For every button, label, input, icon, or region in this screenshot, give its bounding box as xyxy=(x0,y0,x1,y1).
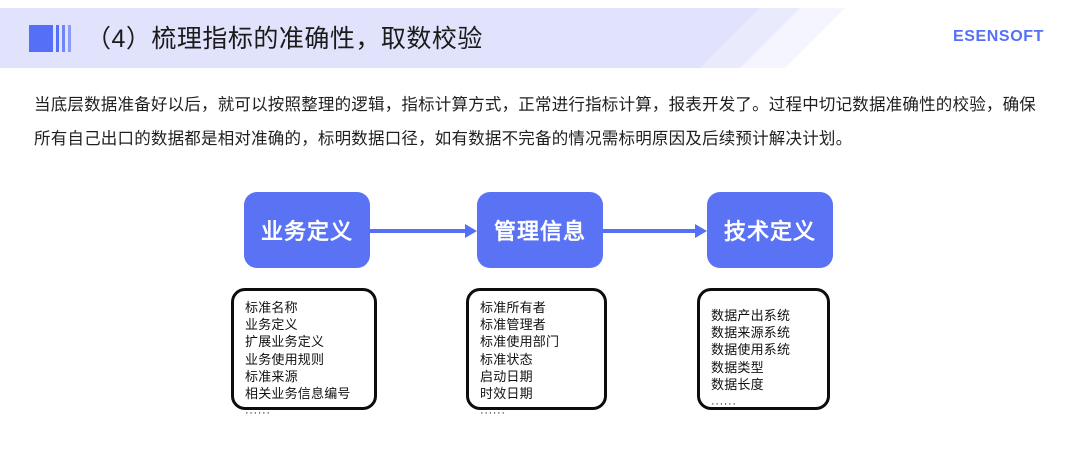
detail-line: 业务定义 xyxy=(245,317,298,333)
body-paragraph: 当底层数据准备好以后，就可以按照整理的逻辑，指标计算方式，正常进行指标计算，报表… xyxy=(34,96,1036,148)
detail-ellipsis: ······ xyxy=(245,407,271,420)
detail-ellipsis: ······ xyxy=(480,407,506,420)
detail-box-business-definition: 标准名称 业务定义 扩展业务定义 业务使用规则 标准来源 相关业务信息编号 ··… xyxy=(231,288,377,419)
detail-line: 标准所有者 xyxy=(480,300,547,315)
detail-box-technical-definition: 数据产出系统 数据来源系统 数据使用系统 数据类型 数据长度 ······ xyxy=(697,288,830,410)
marker-bar-3-icon xyxy=(68,24,71,52)
arrow-management-to-technical-icon xyxy=(603,224,707,238)
detail-line: 标准使用部门 xyxy=(480,334,560,350)
arrow-head xyxy=(695,224,707,238)
detail-line: 数据长度 xyxy=(711,376,764,392)
marker-square-icon xyxy=(29,24,53,52)
detail-line: 相关业务信息编号 xyxy=(245,386,351,402)
detail-line: 标准名称 xyxy=(245,300,298,315)
brand-logo: ESENSOFT xyxy=(952,28,1044,45)
stage-box-business-definition[interactable]: 业务定义 xyxy=(244,192,370,268)
detail-line: 标准来源 xyxy=(245,368,298,384)
stage-box-management-info[interactable]: 管理信息 xyxy=(477,192,603,268)
stage-label: 业务定义 xyxy=(260,219,353,244)
detail-line: 标准状态 xyxy=(480,351,533,367)
marker-bar-1-icon xyxy=(56,24,59,52)
arrow-shaft xyxy=(370,229,465,233)
square-bars-icon xyxy=(29,24,71,52)
detail-box-management-info: 标准所有者 标准管理者 标准使用部门 标准状态 启动日期 时效日期 ······ xyxy=(466,288,607,419)
marker-bar-2-icon xyxy=(62,24,65,52)
detail-line: 数据产出系统 xyxy=(711,308,791,323)
detail-line: 数据来源系统 xyxy=(711,325,791,341)
stage-label: 管理信息 xyxy=(493,219,586,244)
detail-line: 标准管理者 xyxy=(480,317,547,333)
page-title: （4）梳理指标的准确性，取数校验 xyxy=(86,25,483,53)
header-band xyxy=(0,8,1080,68)
detail-line: 扩展业务定义 xyxy=(245,334,325,350)
detail-line: 数据类型 xyxy=(711,359,764,375)
detail-line: 启动日期 xyxy=(480,368,533,384)
arrow-shaft xyxy=(603,229,695,233)
stage-box-technical-definition[interactable]: 技术定义 xyxy=(707,192,833,268)
detail-line: 时效日期 xyxy=(480,386,533,402)
detail-line: 业务使用规则 xyxy=(245,351,325,367)
detail-line: 数据使用系统 xyxy=(711,342,791,358)
stage-label: 技术定义 xyxy=(723,219,816,244)
arrow-head xyxy=(465,224,477,238)
detail-ellipsis: ······ xyxy=(711,398,737,411)
header-band-main-layer xyxy=(0,8,760,68)
arrow-business-to-management-icon xyxy=(370,224,477,238)
